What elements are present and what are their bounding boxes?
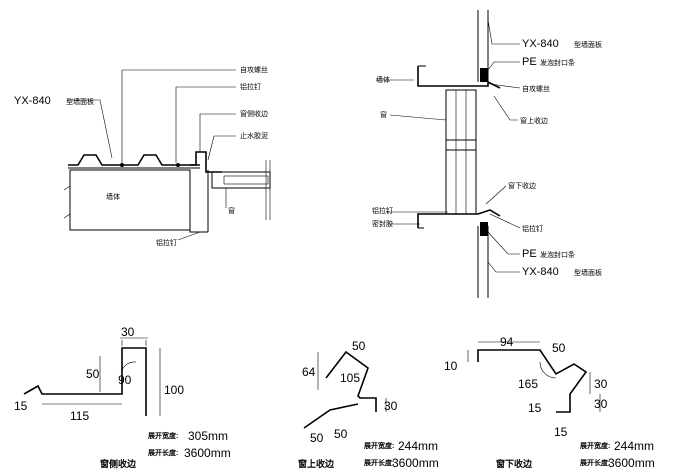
screw-marker [120,163,124,167]
dim-30-lower: 30 [594,397,608,411]
dim-105: 105 [340,371,360,385]
label-wall-right: 墙体 [376,75,390,84]
dim-15-left: 15 [528,401,542,415]
panel-suffix-top: 型墙面板 [574,40,602,49]
spec-label-width: 展开宽度: [147,431,178,440]
dim-15-bottom: 15 [554,425,568,439]
label-rivet-bottom: 铝拉钉 [156,238,177,247]
detail-window-top-flashing: 50 64 105 30 50 50 窗上收边 展开宽度: 244mm 展开长度… [298,339,439,470]
dim-50: 50 [552,341,566,355]
dim-50-angled: 50 [334,427,348,441]
pe-foam-strip-top [480,68,488,82]
profile-window-bottom [477,349,588,413]
label-self-tapping-screw: 自攻螺丝 [240,65,268,74]
dim-10: 10 [444,359,458,373]
spec-label-length-3: 展开长度: [579,458,610,467]
dim-50-bottom: 50 [310,431,324,445]
wall-block [69,169,191,231]
label-rivet: 铝拉钉 [240,82,261,91]
label-self-tapping-screw-right: 自攻螺丝 [522,84,550,93]
window-frame [211,171,271,189]
panel-code-top: YX-840 [522,38,559,50]
label-sealant: 密封胶 [372,219,393,228]
window-side-section: YX-840 型墙面板 自攻螺丝 铝拉钉 窗侧收边 止水胶泥 墙体 窗 铝拉钉 [14,65,271,247]
panel-code-bottom: YX-840 [522,266,559,278]
label-window-top-flashing: 窗上收边 [520,116,548,125]
wall-panel-profile [68,154,200,166]
profile-window-side [23,347,147,416]
detail-window-bottom-flashing: 94 50 10 165 30 30 15 15 窗下收边 展开宽度: 244m… [444,335,655,470]
dim-94: 94 [500,335,514,349]
label-wall: 墙体 [106,192,120,201]
spec-value-length-3: 3600mm [608,456,655,470]
spec-value-length-2: 3600mm [392,456,439,470]
pe-suffix-top: 发泡封口条 [540,58,575,67]
dim-50-top: 50 [352,339,366,353]
spec-label-length: 展开长度: [147,448,178,457]
dim-30: 30 [121,325,135,339]
sill-flashing [417,209,501,228]
spec-value-length: 3600mm [184,446,231,460]
dim-64: 64 [302,365,316,379]
dim-30-upper: 30 [594,377,608,391]
label-eave-flashing: 窗侧收边 [240,109,268,118]
dim-90: 90 [118,373,132,387]
dim-115: 115 [70,409,89,423]
spec-value-width: 305mm [188,429,228,443]
caption-window-bottom: 窗下收边 [496,458,533,469]
pe-foam-strip-bottom [480,222,488,236]
pe-label-top: PE [522,56,537,68]
label-window-right: 窗 [380,110,387,119]
dim-165: 165 [518,377,538,391]
label-window-bottom-flashing: 窗下收边 [508,181,536,190]
dim-30: 30 [384,399,398,413]
window-glass [445,89,477,215]
pe-suffix-bottom: 发泡封口条 [540,250,575,259]
spec-value-width-3: 244mm [614,439,654,453]
label-water-stop: 止水胶泥 [240,131,268,140]
side-flashing [190,151,222,173]
pe-label-bottom: PE [522,248,537,260]
dim-100: 100 [164,383,184,397]
window-head-sill-section: YX-840 型墙面板 PE 发泡封口条 自攻螺丝 墙体 窗 窗上收边 窗下收边… [372,10,602,298]
spec-label-width-2: 展开宽度: [363,441,394,450]
dim-50: 50 [86,367,100,381]
caption-window-side: 窗侧收边 [100,458,137,469]
label-rivet-right: 铝拉钉 [522,224,543,233]
spec-value-width-2: 244mm [398,439,438,453]
profile-window-top [325,350,377,412]
panel-code: YX-840 [14,95,51,107]
spec-label-width-3: 展开宽度: [579,441,610,450]
detail-window-side-flashing: 30 50 90 100 115 15 窗侧收边 展开宽度: 305mm 展开长… [14,325,231,469]
dim-15: 15 [14,399,28,413]
panel-suffix: 型墙面板 [66,97,94,106]
caption-window-top: 窗上收边 [298,458,335,469]
label-rivet-left: 铝拉钉 [372,206,393,215]
spec-label-length-2: 展开长度: [363,458,394,467]
label-window: 窗 [228,206,235,215]
panel-suffix-bottom: 型墙面板 [574,268,602,277]
